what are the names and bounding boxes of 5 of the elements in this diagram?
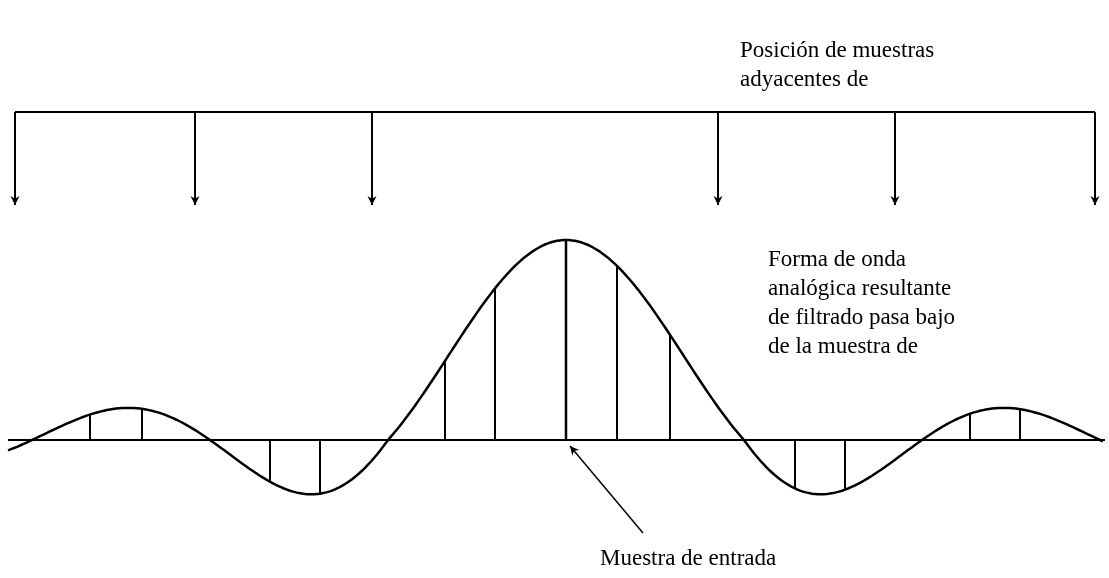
- leader-line: [569, 445, 644, 534]
- callout-text: Forma de onda analógica resultante de filtrado pasa bajo de la muestra de: [768, 245, 957, 360]
- callout-text: Posición de muestras adyacentes de: [740, 36, 936, 93]
- input-sample-line: [564, 240, 568, 440]
- callout-text: Muestra de entrada: [600, 543, 900, 572]
